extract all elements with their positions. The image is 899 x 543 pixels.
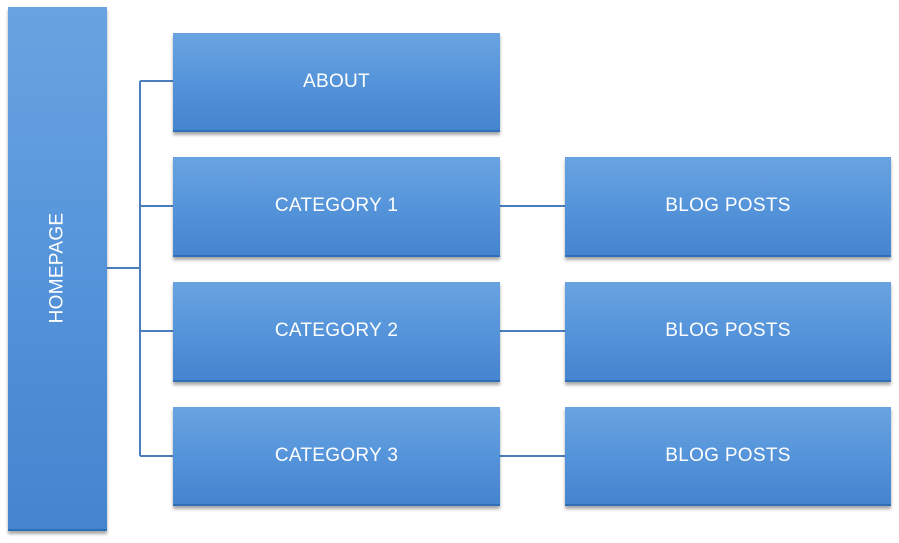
blog-posts-1-label: BLOG POSTS bbox=[665, 195, 791, 216]
homepage-box: HOMEPAGE bbox=[8, 7, 107, 531]
category-3-box: CATEGORY 3 bbox=[173, 407, 500, 506]
blog-posts-3-box: BLOG POSTS bbox=[565, 407, 891, 506]
about-box: ABOUT bbox=[173, 33, 500, 132]
homepage-label: HOMEPAGE bbox=[46, 212, 68, 324]
blog-posts-2-box: BLOG POSTS bbox=[565, 282, 891, 382]
blog-posts-2-label: BLOG POSTS bbox=[665, 320, 791, 341]
about-label: ABOUT bbox=[303, 70, 370, 92]
category-3-label: CATEGORY 3 bbox=[274, 444, 399, 466]
blog-posts-1-box: BLOG POSTS bbox=[565, 157, 891, 257]
category-2-label: CATEGORY 2 bbox=[274, 320, 399, 341]
category-2-box: CATEGORY 2 bbox=[173, 282, 500, 382]
category-1-box: CATEGORY 1 bbox=[173, 157, 500, 257]
blog-posts-3-label: BLOG POSTS bbox=[665, 444, 791, 466]
category-1-label: CATEGORY 1 bbox=[274, 195, 399, 216]
